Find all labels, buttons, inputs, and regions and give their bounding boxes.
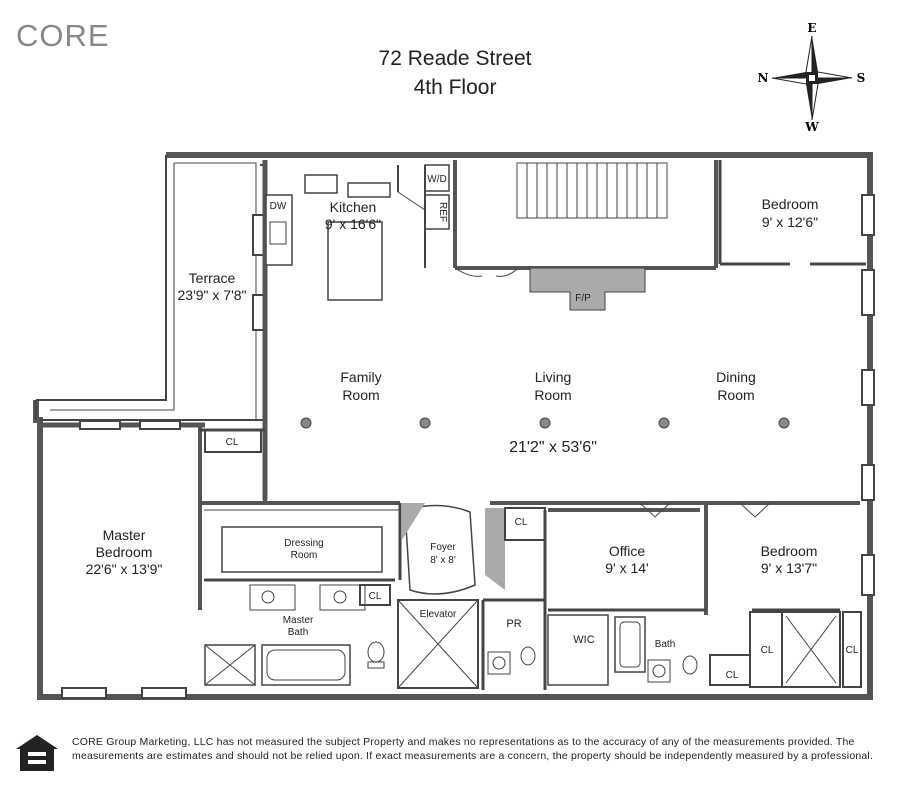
bedroom1-dim: 9' x 12'6" bbox=[762, 214, 818, 230]
compass-s: S bbox=[857, 71, 866, 85]
terrace-label: Terrace bbox=[189, 270, 236, 286]
living-room-label-1: Living bbox=[535, 369, 572, 385]
foyer-dim: 8' x 8' bbox=[430, 555, 456, 566]
disclaimer-text: CORE Group Marketing, LLC has not measur… bbox=[72, 736, 874, 762]
floor-label: 4th Floor bbox=[413, 76, 497, 99]
master-bedroom-dim: 22'6" x 13'9" bbox=[86, 561, 163, 577]
master-bedroom-label-2: Bedroom bbox=[96, 544, 153, 560]
living-room-dim: 21'2" x 53'6" bbox=[509, 439, 597, 456]
foyer-label: Foyer bbox=[430, 542, 456, 553]
wic-label: WIC bbox=[573, 634, 594, 646]
master-bedroom-label-1: Master bbox=[103, 527, 146, 543]
cl-label-4: CL bbox=[726, 670, 739, 681]
wd-label: W/D bbox=[427, 174, 446, 185]
cl-label-6: CL bbox=[846, 645, 859, 656]
terrace-dim: 23'9" x 7'8" bbox=[178, 287, 247, 303]
bedroom1-label: Bedroom bbox=[762, 196, 819, 212]
compass-w: W bbox=[804, 120, 819, 134]
dw-label: DW bbox=[270, 201, 287, 212]
elevator-label: Elevator bbox=[420, 609, 457, 620]
dressing-room-label-2: Room bbox=[291, 550, 318, 561]
cl-label-2: CL bbox=[369, 591, 382, 602]
kitchen-dim: 9' x 16'6" bbox=[325, 216, 381, 232]
kitchen-label: Kitchen bbox=[330, 199, 377, 215]
dining-room-label-1: Dining bbox=[716, 369, 756, 385]
plan-title: 72 Reade Street 4th Floor bbox=[355, 44, 555, 102]
bath-label: Bath bbox=[655, 639, 676, 650]
fp-label: F/P bbox=[575, 293, 591, 304]
family-room-label-2: Room bbox=[342, 387, 379, 403]
master-bath-label-1: Master bbox=[283, 615, 314, 626]
dressing-room-label-1: Dressing bbox=[284, 538, 323, 549]
dining-room-label-2: Room bbox=[717, 387, 754, 403]
living-room-label-2: Room bbox=[534, 387, 571, 403]
cl-label-1: CL bbox=[226, 437, 239, 448]
cl-label-3: CL bbox=[515, 517, 528, 528]
bedroom2-label: Bedroom bbox=[761, 543, 818, 559]
address-label: 72 Reade Street bbox=[378, 47, 532, 70]
office-label: Office bbox=[609, 543, 646, 559]
compass-e: E bbox=[807, 21, 816, 35]
ref-label: REF bbox=[437, 202, 448, 222]
cl-label-5: CL bbox=[761, 645, 774, 656]
equal-housing-icon bbox=[16, 735, 58, 771]
office-dim: 9' x 14' bbox=[605, 560, 648, 576]
floor-plan: Kitchen 9' x 16'6" DW W/D REF Terrace 23… bbox=[33, 152, 875, 700]
compass-n: N bbox=[758, 71, 769, 85]
family-room-label-1: Family bbox=[340, 369, 381, 385]
compass-icon: E N S W bbox=[758, 21, 866, 134]
pr-label: PR bbox=[506, 618, 521, 630]
bedroom2-dim: 9' x 13'7" bbox=[761, 560, 817, 576]
core-logo: CORE bbox=[16, 18, 110, 53]
master-bath-label-2: Bath bbox=[288, 627, 309, 638]
